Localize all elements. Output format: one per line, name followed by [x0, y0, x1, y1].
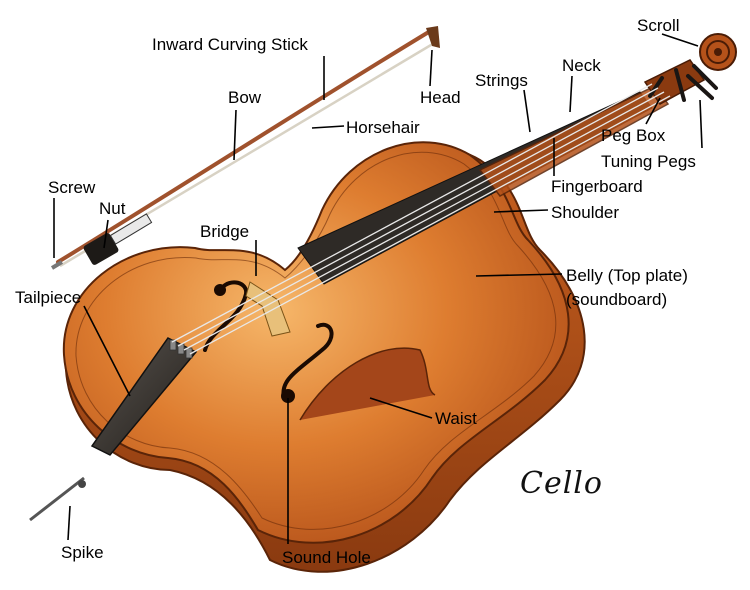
leader-shoulder [493, 209, 549, 213]
label-inward-curving-stick: Inward Curving Stick [152, 35, 308, 54]
diagram-title: Cello [520, 466, 603, 501]
f-hole-right [281, 322, 334, 400]
leader-horsehair [311, 125, 345, 129]
tuning-pegs [648, 64, 718, 102]
label-bridge: Bridge [200, 222, 250, 241]
bow-head-tip [426, 26, 440, 48]
label-bow: Bow [228, 88, 262, 107]
leader-tailpiece [83, 305, 131, 397]
strings [171, 83, 671, 355]
label-peg-box: Peg Box [601, 126, 666, 145]
label-strings: Strings [475, 71, 528, 90]
leader-bow [233, 109, 237, 161]
leader-nut [103, 219, 109, 249]
leader-waist [369, 397, 433, 419]
label-soundboard: (soundboard) [566, 290, 668, 309]
leader-strings [523, 89, 531, 133]
f-hole-left-top [214, 284, 226, 296]
label-fingerboard: Fingerboard [551, 177, 643, 196]
label-horsehair: Horsehair [346, 118, 420, 137]
leader-neck [569, 75, 573, 113]
cello-purfling [75, 151, 557, 530]
leader-peg-box [645, 97, 661, 125]
bow-screw [50, 260, 64, 270]
leader-tuning-pegs [699, 99, 703, 149]
label-neck: Neck [562, 56, 601, 75]
tailpiece [90, 337, 198, 456]
label-scroll: Scroll [637, 16, 680, 35]
f-hole-right-bottom [281, 389, 295, 403]
label-head: Head [420, 88, 461, 107]
cello-top-plate [62, 141, 570, 544]
cello-waist-cut [299, 347, 436, 421]
label-spike: Spike [61, 543, 104, 562]
label-belly: Belly (Top plate) [566, 266, 688, 285]
f-hole-left [203, 280, 249, 352]
label-shoulder: Shoulder [551, 203, 620, 222]
leader-belly [475, 273, 563, 277]
leader-scroll [661, 33, 699, 47]
leader-spike [67, 505, 71, 541]
label-waist: Waist [435, 409, 477, 428]
bow-grip [109, 213, 153, 245]
leader-head [429, 49, 433, 87]
label-sound-hole: Sound Hole [282, 548, 371, 567]
scroll [699, 33, 737, 71]
label-nut: Nut [99, 199, 126, 218]
label-tailpiece: Tailpiece [15, 288, 82, 307]
label-screw: Screw [48, 178, 96, 197]
end-pin-spike [29, 476, 86, 522]
bow-frog [83, 233, 119, 265]
leader-lines [53, 33, 703, 544]
label-tuning-pegs: Tuning Pegs [601, 152, 696, 171]
